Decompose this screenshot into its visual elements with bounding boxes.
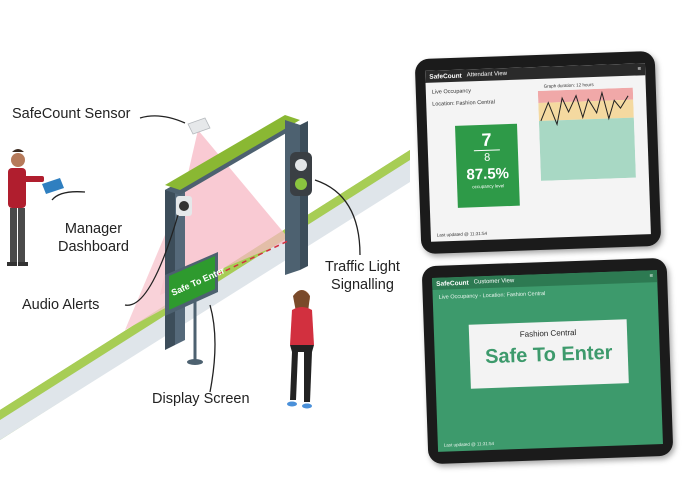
sign-base (187, 359, 203, 365)
occupancy-percent: 87.5% (466, 165, 510, 184)
customer-footer: Last updated @ 11:31:54 (443, 440, 495, 448)
occupancy-graph (537, 87, 636, 181)
display-callout: Display Screen (152, 391, 250, 407)
gate-top-green (165, 115, 300, 190)
traffic-callout: Traffic Light Signalling (325, 259, 400, 293)
gate-right-post (285, 120, 300, 275)
location-row: Location: Fashion Central (432, 99, 495, 107)
attendant-footer: Last updated @ 11:31:54 (436, 230, 488, 238)
attendant-screen: SafeCount Attendant View ≡ Live Occupanc… (425, 63, 651, 242)
manager-connector (51, 191, 86, 201)
sign-screen (169, 256, 215, 310)
manager-person (7, 149, 44, 266)
safe-card: Fashion Central Safe To Enter (468, 319, 629, 389)
occupancy-box: 7 8 87.5% occupancy level (455, 123, 520, 208)
attendant-view-label: Attendant View (466, 71, 508, 79)
graph-green-band (538, 117, 636, 181)
sensor-connector (139, 115, 186, 124)
manager-callout: Manager Dashboard (58, 221, 129, 255)
graph-amber-band (538, 99, 634, 121)
display-connector (209, 304, 216, 393)
attendant-tablet: SafeCount Attendant View ≡ Live Occupanc… (414, 50, 662, 255)
traffic-connector (314, 179, 361, 256)
traffic-light-green-lamp (295, 178, 307, 190)
occupancy-count: 7 (481, 129, 492, 150)
graph-caption: Graph duration: 12 hours (543, 82, 594, 89)
customer-appbar: SafeCount Customer View ≡ (432, 270, 658, 290)
safe-card-location: Fashion Central (519, 327, 577, 339)
location-label: Location: (432, 100, 455, 108)
audio-callout: Audio Alerts (22, 297, 100, 313)
occupancy-capacity: 8 (473, 149, 501, 165)
customer-screen: SafeCount Customer View ≡ Live Occupancy… (432, 270, 663, 452)
traffic-light-top-lamp (295, 159, 307, 171)
safe-card-message: Safe To Enter (484, 341, 613, 369)
safecount-logo-customer: SafeCount (436, 279, 469, 288)
menu-icon[interactable]: ≡ (637, 66, 642, 73)
woman-person (287, 290, 314, 409)
safecount-logo: SafeCount (429, 72, 462, 81)
customer-view-label: Customer View (473, 278, 515, 286)
audio-connector (124, 214, 179, 306)
gate-left-post (165, 185, 175, 350)
safecount-sensor (187, 117, 211, 135)
menu-icon-customer[interactable]: ≡ (649, 273, 654, 280)
speaker-icon (179, 201, 189, 211)
location-value: Fashion Central (456, 99, 496, 107)
customer-tablet: SafeCount Customer View ≡ Live Occupancy… (421, 257, 674, 465)
sensor-callout: SafeCount Sensor (12, 106, 131, 122)
occupancy-level-label: occupancy level (472, 183, 505, 190)
live-occupancy-heading: Live Occupancy (431, 88, 472, 96)
tablet-icon (42, 178, 64, 194)
attendant-appbar: SafeCount Attendant View ≡ (425, 63, 646, 83)
graph-line (540, 90, 629, 127)
customer-heading: Live Occupancy - Location: Fashion Centr… (438, 291, 546, 301)
